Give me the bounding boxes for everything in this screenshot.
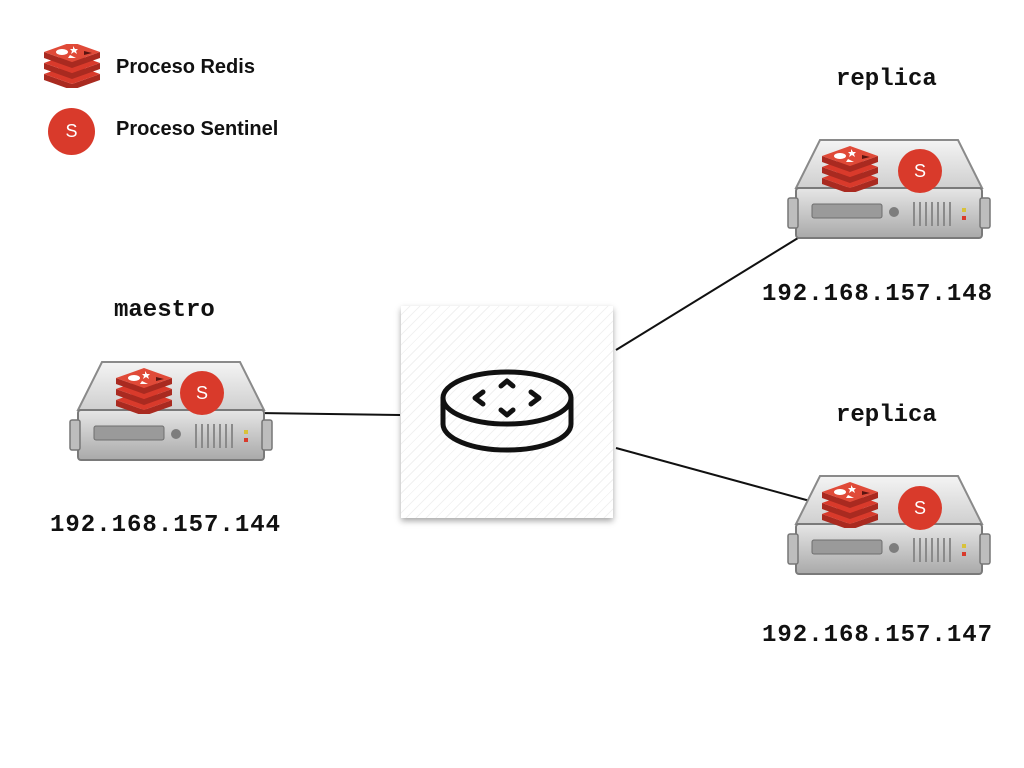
router xyxy=(401,306,613,518)
sentinel-icon: S xyxy=(898,149,942,193)
server-icon xyxy=(787,475,991,575)
redis-logo-icon xyxy=(822,146,878,192)
redis-logo-icon xyxy=(822,482,878,528)
sentinel-letter: S xyxy=(913,160,926,181)
link-maestro-router xyxy=(257,412,401,416)
router-icon xyxy=(440,369,574,453)
link-router-replica-top xyxy=(615,237,799,351)
sentinel-letter: S xyxy=(195,382,208,403)
sentinel-letter: S xyxy=(65,121,78,141)
node-title: replica xyxy=(836,402,937,429)
redis-logo-icon xyxy=(44,44,100,88)
link-router-replica-bottom xyxy=(615,447,811,502)
node-ip: 192.168.157.148 xyxy=(762,281,994,308)
redis-logo-icon xyxy=(116,368,172,414)
sentinel-letter: S xyxy=(913,497,926,518)
node-ip: 192.168.157.144 xyxy=(50,512,282,539)
server-icon xyxy=(787,139,991,239)
sentinel-icon: S xyxy=(898,486,942,530)
node-ip: 192.168.157.147 xyxy=(762,622,994,649)
node-title: maestro xyxy=(114,297,215,324)
legend-redis-label: Proceso Redis xyxy=(116,56,255,78)
sentinel-icon: S xyxy=(180,371,224,415)
legend-sentinel-label: Proceso Sentinel xyxy=(116,118,279,140)
node-title: replica xyxy=(836,66,937,93)
sentinel-icon: S xyxy=(48,108,95,155)
